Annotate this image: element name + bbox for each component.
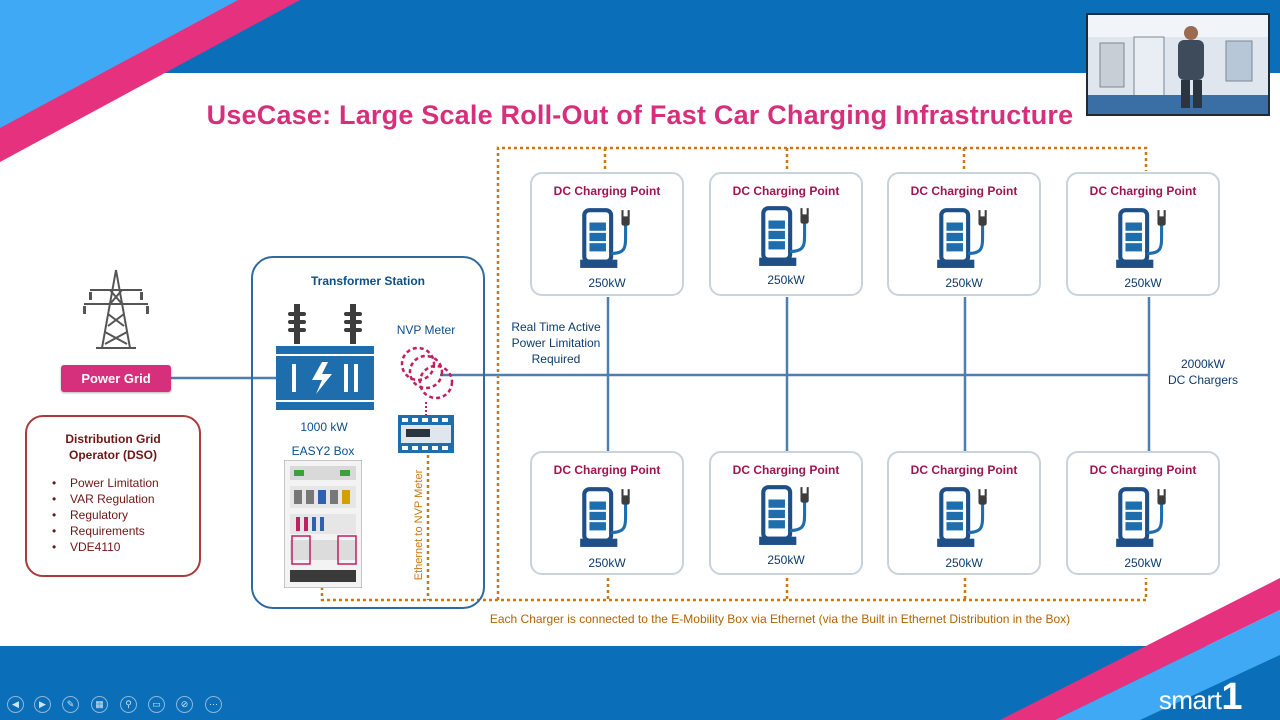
- dso-item: Regulatory: [52, 507, 159, 523]
- logo-text: smart: [1158, 685, 1222, 715]
- top-left-stripe-light: [0, 0, 300, 138]
- total-label: DC Chargers: [1167, 373, 1239, 387]
- dc-charging-point-6[interactable]: DC Charging Point 250kW: [709, 451, 863, 575]
- charger-power: 250kW: [945, 276, 983, 290]
- charger-power: 250kW: [767, 553, 805, 567]
- dso-item: VAR Regulation: [52, 491, 159, 507]
- charger-power: 250kW: [1124, 556, 1162, 570]
- realtime-note-line2: Power Limitation: [511, 336, 601, 350]
- charger-power: 250kW: [588, 276, 626, 290]
- charger-power: 250kW: [1124, 276, 1162, 290]
- transformer-station-title: Transformer Station: [310, 274, 426, 288]
- dso-item: Power Limitation: [52, 475, 159, 491]
- charger-title: DC Charging Point: [553, 463, 661, 477]
- ethernet-to-nvp-label: Ethernet to NVP Meter: [413, 469, 425, 581]
- ev-charger-icon: [1116, 208, 1166, 268]
- page-title: UseCase: Large Scale Roll-Out of Fast Ca…: [206, 100, 1074, 130]
- easy2-box-image: [284, 460, 362, 588]
- dc-charging-point-1[interactable]: DC Charging Point 250kW: [530, 172, 684, 296]
- charger-title: DC Charging Point: [1089, 184, 1197, 198]
- bottom-right-stripe-light: [1055, 610, 1280, 720]
- zoom-icon[interactable]: ⚲: [120, 696, 137, 713]
- dso-item-continued: Requirements: [52, 523, 159, 539]
- nvp-meter-device-icon: [398, 415, 454, 453]
- ev-charger-icon: [1116, 487, 1166, 547]
- dso-title: Distribution Grid Operator (DSO): [27, 431, 199, 463]
- charger-title: DC Charging Point: [732, 184, 840, 198]
- charger-title: DC Charging Point: [732, 463, 840, 477]
- ev-charger-icon: [937, 487, 987, 547]
- dc-charging-point-8[interactable]: DC Charging Point 250kW: [1066, 451, 1220, 575]
- dso-title-line2: Operator (DSO): [68, 448, 157, 462]
- dc-charging-point-3[interactable]: DC Charging Point 250kW: [887, 172, 1041, 296]
- charger-title: DC Charging Point: [910, 184, 1018, 198]
- screen-icon[interactable]: ⊘: [176, 696, 193, 713]
- transformer-station-box: [251, 256, 485, 609]
- realtime-limitation-note: Real Time Active Power Limitation Requir…: [500, 319, 612, 367]
- footer-note: Each Charger is connected to the E-Mobil…: [489, 612, 1071, 626]
- dc-charging-point-7[interactable]: DC Charging Point 250kW: [887, 451, 1041, 575]
- dso-list: Power Limitation VAR Regulation Regulato…: [52, 475, 159, 555]
- power-pylon-icon: [83, 269, 149, 349]
- next-icon[interactable]: ▶: [34, 696, 51, 713]
- more-icon[interactable]: ⋯: [205, 696, 222, 713]
- subtitles-icon[interactable]: ▭: [148, 696, 165, 713]
- charger-title: DC Charging Point: [910, 463, 1018, 477]
- presenter-video: [1086, 13, 1270, 116]
- dso-title-line1: Distribution Grid: [65, 432, 161, 446]
- dso-item-continuation: Requirements: [70, 524, 145, 538]
- power-grid-button[interactable]: Power Grid: [61, 365, 171, 392]
- dso-item: VDE4110: [52, 539, 159, 555]
- charger-title: DC Charging Point: [553, 184, 661, 198]
- pen-icon[interactable]: ✎: [62, 696, 79, 713]
- current-transformer-icon: [400, 346, 454, 400]
- realtime-note-line1: Real Time Active: [511, 320, 601, 334]
- realtime-note-line3: Required: [531, 352, 581, 366]
- smart1-logo: smart1: [1158, 676, 1243, 719]
- dc-charging-point-5[interactable]: DC Charging Point 250kW: [530, 451, 684, 575]
- previous-icon[interactable]: ◀: [7, 696, 24, 713]
- slides-icon[interactable]: ▦: [91, 696, 108, 713]
- total-power: 2000kW: [1180, 357, 1226, 371]
- ev-charger-icon: [759, 485, 809, 545]
- charger-power: 250kW: [588, 556, 626, 570]
- top-left-stripe-magenta: [0, 0, 300, 162]
- transformer-rating: 1000 kW: [300, 420, 348, 434]
- bottom-right-stripe-magenta: [1000, 578, 1280, 720]
- charger-title: DC Charging Point: [1089, 463, 1197, 477]
- charger-power: 250kW: [945, 556, 983, 570]
- charger-power: 250kW: [767, 273, 805, 287]
- ev-charger-icon: [580, 208, 630, 268]
- logo-mark: 1: [1221, 676, 1242, 718]
- total-dc-chargers: 2000kW DC Chargers: [1160, 356, 1246, 388]
- ev-charger-icon: [580, 487, 630, 547]
- ev-charger-icon: [937, 208, 987, 268]
- nvp-meter-label: NVP Meter: [396, 323, 456, 337]
- ev-charger-icon: [759, 206, 809, 266]
- easy2-box-label: EASY2 Box: [291, 444, 355, 458]
- dso-box: Distribution Grid Operator (DSO) Power L…: [25, 415, 201, 577]
- dc-charging-point-2[interactable]: DC Charging Point 250kW: [709, 172, 863, 296]
- transformer-icon: [276, 304, 374, 410]
- dc-charging-point-4[interactable]: DC Charging Point 250kW: [1066, 172, 1220, 296]
